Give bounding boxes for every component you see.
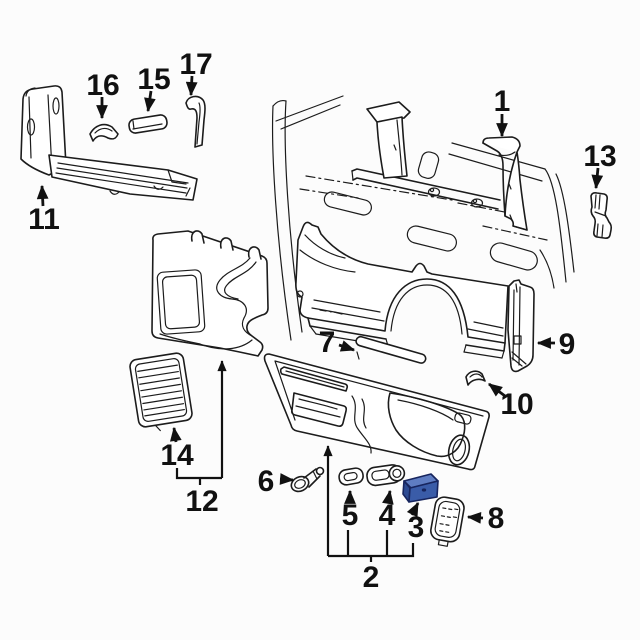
callout-12-number[interactable]: 12 — [185, 485, 218, 518]
part-6-fastener-shape — [290, 466, 325, 493]
callout-16[interactable]: 16 — [86, 69, 120, 120]
callout-6[interactable]: 6 — [258, 465, 295, 498]
part-13-clip-shape — [590, 192, 613, 239]
callout-9-number[interactable]: 9 — [559, 328, 576, 361]
part-16-cap-shape — [89, 123, 119, 142]
callout-9[interactable]: 9 — [536, 328, 576, 361]
callout-2-number[interactable]: 2 — [363, 561, 380, 594]
part-9-bracket-shape — [507, 279, 535, 373]
callout-15-number[interactable]: 15 — [137, 63, 170, 96]
callout-7-number[interactable]: 7 — [319, 326, 336, 359]
part-4-bezel-shape — [366, 464, 406, 487]
callout-2[interactable]: 2 — [323, 445, 415, 594]
callout-5-number[interactable]: 5 — [342, 499, 359, 532]
callout-12[interactable]: 12 — [175, 360, 227, 518]
part-14-vent-shape — [129, 352, 193, 432]
callout-15[interactable]: 15 — [137, 63, 171, 113]
callout-16-number[interactable]: 16 — [86, 69, 119, 102]
callout-10-number[interactable]: 10 — [500, 388, 533, 421]
quarter-trim-panel-drawing — [295, 221, 535, 373]
callout-17-number[interactable]: 17 — [179, 48, 212, 81]
callout-5[interactable]: 5 — [342, 489, 359, 532]
callout-4[interactable]: 4 — [379, 489, 396, 532]
van-body-panel-drawing — [271, 95, 575, 341]
callout-11-number[interactable]: 11 — [28, 203, 60, 236]
callout-11[interactable]: 11 — [28, 184, 60, 236]
part-7-strip-shape — [355, 335, 427, 364]
callout-14[interactable]: 14 — [160, 426, 194, 472]
part-15-pad-shape — [128, 114, 168, 134]
callout-8[interactable]: 8 — [466, 502, 505, 535]
callout-7[interactable]: 7 — [319, 326, 356, 359]
callout-10[interactable]: 10 — [488, 382, 534, 421]
part-1-pillar-trim-shape — [482, 136, 528, 231]
callout-14-number[interactable]: 14 — [160, 439, 194, 472]
lower-trim-panel-drawing — [263, 353, 490, 471]
callout-13[interactable]: 13 — [583, 140, 617, 190]
callout-1-number[interactable]: 1 — [494, 85, 511, 118]
callout-3[interactable]: 3 — [406, 501, 425, 544]
callout-13-number[interactable]: 13 — [583, 140, 616, 173]
part-8-bezel-shape — [430, 496, 465, 547]
part-12-panel-shape — [151, 230, 269, 357]
part-3-highlighted-clip[interactable] — [402, 473, 439, 503]
part-5-grommet-shape — [338, 467, 364, 486]
callout-4-number[interactable]: 4 — [379, 499, 396, 532]
callout-3-number[interactable]: 3 — [408, 511, 425, 544]
part-3-detail-dot — [421, 488, 427, 492]
part-10-cap-shape — [465, 370, 486, 386]
callout-8-number[interactable]: 8 — [488, 502, 505, 535]
callout-17[interactable]: 17 — [179, 48, 213, 97]
callout-1[interactable]: 1 — [494, 85, 511, 138]
callout-6-number[interactable]: 6 — [258, 465, 275, 498]
part-17-hook-shape — [185, 95, 206, 148]
part-11-sill-trim-shape — [20, 85, 198, 201]
